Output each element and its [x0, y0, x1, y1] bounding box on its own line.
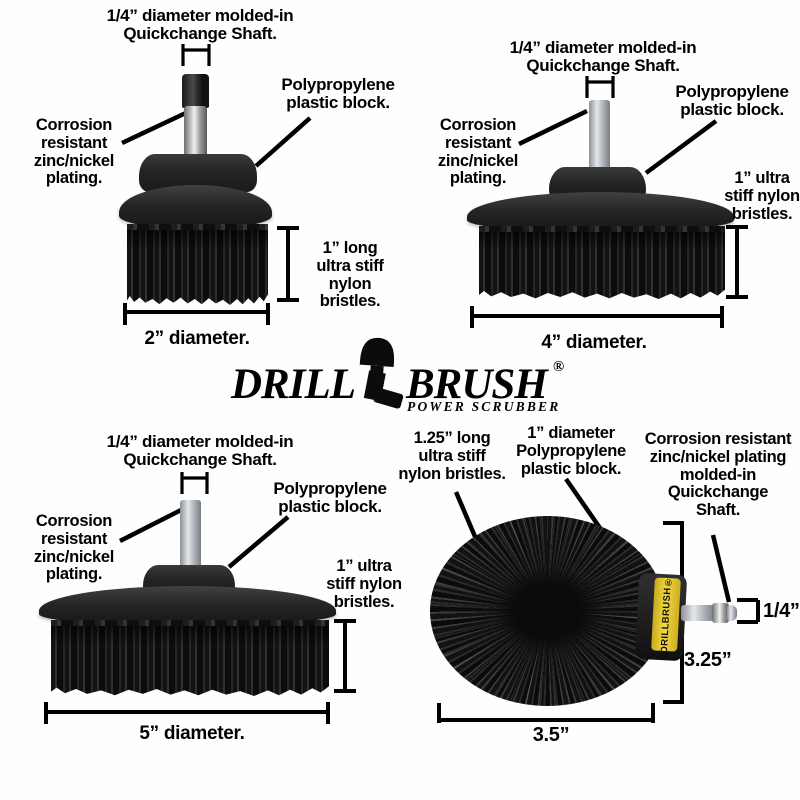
bristle-note-4in: 1” ultra stiff nylon bristles. [724, 169, 800, 223]
brand-band-cylinder: DRILLBRUSH® [651, 575, 681, 654]
shaft-5in [180, 500, 201, 572]
hex-shaft-top-2in [182, 74, 209, 108]
bristle-note-2in: 1” long ultra stiff nylon bristles. [316, 239, 384, 311]
shaft-note-4in: 1/4” diameter molded-in Quickchange Shaf… [509, 38, 697, 76]
bristle-length-dim-4in [726, 225, 748, 299]
bristles-5in [51, 626, 329, 696]
diameter-label-4in: 4” diameter. [541, 332, 647, 353]
bristles-2in [127, 230, 268, 305]
block-disc-4in [467, 192, 734, 232]
shaft-width-bracket-2in [181, 44, 211, 66]
diameter-dim-2in [123, 303, 270, 325]
plating-note-4in: Corrosion resistant zinc/nickel plating. [437, 116, 519, 188]
block-disc-2in [119, 185, 272, 229]
bristle-note-cylinder: 1.25” long ultra stiff nylon bristles. [398, 429, 506, 483]
block-note-cylinder: 1” diameter Polypropylene plastic block. [516, 424, 626, 478]
logo-registered-mark: ® [553, 359, 565, 375]
shaft-width-bracket-4in [585, 76, 615, 98]
block-disc-5in [39, 586, 336, 626]
shaft-note-2in: 1/4” diameter molded-in Quickchange Shaf… [106, 6, 294, 44]
block-note-5in: Polypropylene plastic block. [273, 479, 387, 517]
shaft-note-5in: 1/4” diameter molded-in Quickchange Shaf… [106, 432, 294, 470]
plating-callout-4in [518, 108, 588, 147]
plating-note-5in: Corrosion resistant zinc/nickel plating. [33, 512, 115, 584]
shaft-callout-cylinder [710, 534, 732, 603]
diameter-dim-5in [44, 702, 330, 724]
block-note-4in: Polypropylene plastic block. [675, 82, 789, 120]
length-label-cylinder: 3.25” [684, 649, 732, 671]
shaft-width-bracket-5in [180, 472, 209, 494]
plating-callout-2in [121, 108, 191, 146]
plating-note-2in: Corrosion resistant zinc/nickel plating. [33, 116, 115, 188]
brand-band-text: DRILLBRUSH® [658, 575, 674, 654]
diameter-dim-4in [470, 306, 724, 328]
logo-tagline: POWER SCRUBBER [407, 399, 561, 414]
drill-brush-logo-icon [359, 337, 404, 409]
shaft-tip-cylinder [727, 605, 737, 621]
width-dim-cylinder [437, 703, 655, 723]
bristle-length-dim-5in [334, 619, 356, 693]
block-callout-5in [227, 515, 290, 569]
shaft-cylinder [681, 605, 715, 621]
shaft-2in [184, 106, 207, 162]
logo-drill-text: DRILL [231, 361, 356, 408]
width-label-cylinder: 3.5” [532, 724, 570, 746]
radial-bristles-cylinder [430, 516, 665, 706]
diameter-label-2in: 2” diameter. [144, 328, 250, 349]
shaft-4in [589, 100, 610, 174]
block-callout-4in [644, 119, 718, 175]
logo-brush-text: BRUSH [406, 361, 548, 408]
block-note-2in: Polypropylene plastic block. [281, 75, 395, 113]
bristle-length-dim-2in [277, 226, 299, 302]
plating-callout-5in [118, 504, 189, 544]
shaft-diameter-dim-cylinder [737, 598, 760, 624]
shaft-diameter-label-cylinder: 1/4” [763, 600, 800, 622]
shaft-note-cylinder: Corrosion resistant zinc/nickel plating … [644, 430, 792, 520]
block-callout-2in [254, 116, 312, 168]
bristles-4in [479, 232, 725, 299]
diameter-label-5in: 5” diameter. [139, 723, 245, 744]
hex-collar-cylinder [712, 603, 729, 623]
bristle-note-5in: 1” ultra stiff nylon bristles. [326, 557, 402, 611]
